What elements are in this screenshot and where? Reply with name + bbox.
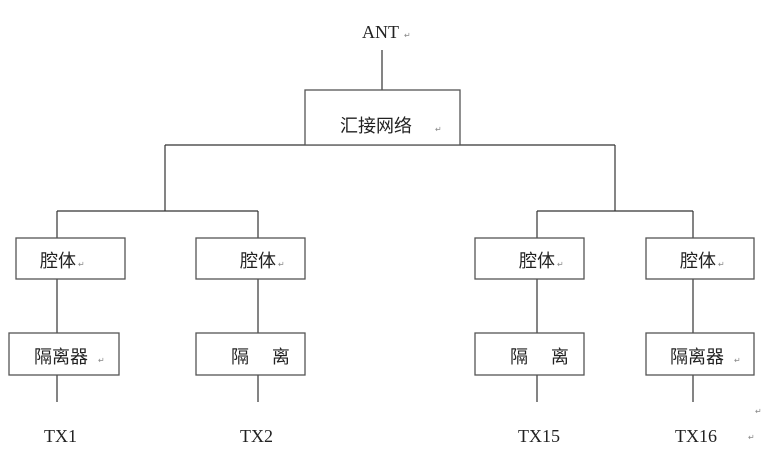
isolator-label-1: 隔离器: [34, 347, 88, 368]
paragraph-mark: ↵: [278, 260, 285, 269]
isolator-label-2: 隔 离: [231, 347, 290, 368]
cavity-label-2: 腔体: [240, 251, 276, 272]
isolator-box-2: [195, 332, 306, 376]
isolator-label-4: 隔离器: [670, 347, 724, 368]
combiner-label: 汇接网络: [340, 116, 412, 137]
paragraph-mark: ↵: [78, 260, 85, 269]
tx-label-4: TX16: [675, 426, 717, 446]
isolator-box-1: [8, 332, 120, 376]
isolator-box-4: [645, 332, 755, 376]
paragraph-mark: ↵: [718, 260, 725, 269]
cavity-box-4: [645, 237, 755, 280]
tx-label-2: TX2: [240, 426, 273, 446]
paragraph-mark: ↵: [734, 356, 741, 365]
antenna-label: ANT: [362, 22, 399, 42]
paragraph-mark: ↵: [435, 125, 442, 134]
paragraph-mark: ↵: [98, 356, 105, 365]
cavity-box-3: [474, 237, 585, 280]
combiner-box: [304, 89, 461, 146]
cavity-label-4: 腔体: [680, 251, 716, 272]
paragraph-mark: ↵: [755, 407, 762, 416]
tx-label-3: TX15: [518, 426, 560, 446]
cavity-box-1: [15, 237, 126, 280]
paragraph-mark: ↵: [557, 260, 564, 269]
cavity-box-2: [195, 237, 306, 280]
cavity-label-3: 腔体: [519, 251, 555, 272]
tx-label-1: TX1: [44, 426, 77, 446]
paragraph-mark: ↵: [748, 433, 755, 442]
paragraph-mark: ↵: [404, 31, 411, 40]
isolator-box-3: [474, 332, 585, 376]
isolator-label-3: 隔 离: [510, 347, 569, 368]
cavity-label-1: 腔体: [40, 251, 76, 272]
